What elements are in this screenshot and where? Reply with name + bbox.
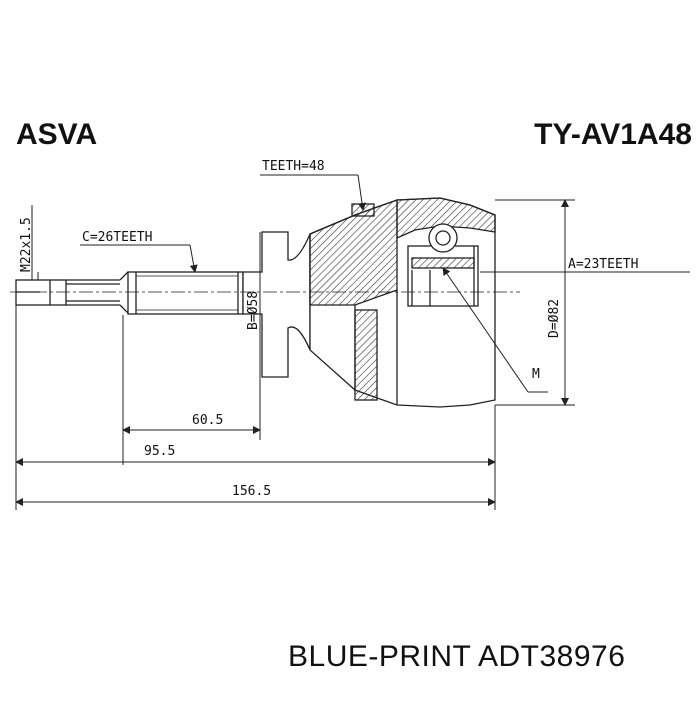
label-marker-m: M [532, 367, 540, 382]
dimension-156-5: 156.5 [232, 484, 271, 499]
splined-shaft [127, 271, 244, 315]
dimension-60-5: 60.5 [192, 413, 223, 428]
part-number: TY-AV1A48 [534, 118, 692, 151]
label-diameter-b: B=Ø58 [246, 291, 261, 330]
label-spline-c: C=26TEETH [82, 230, 152, 245]
label-spline-a: A=23TEETH [568, 257, 638, 272]
dimension-95-5: 95.5 [144, 444, 175, 459]
label-teeth-outer: TEETH=48 [262, 159, 325, 174]
footer-part-text: BLUE-PRINT ADT38976 [288, 640, 626, 673]
brand-name: ASVA [16, 118, 98, 151]
dimension-lines [15, 174, 690, 510]
abs-ring [354, 309, 378, 401]
label-diameter-d: D=Ø82 [547, 299, 562, 338]
thread-tip [15, 271, 129, 314]
label-thread: M22x1.5 [19, 217, 34, 272]
